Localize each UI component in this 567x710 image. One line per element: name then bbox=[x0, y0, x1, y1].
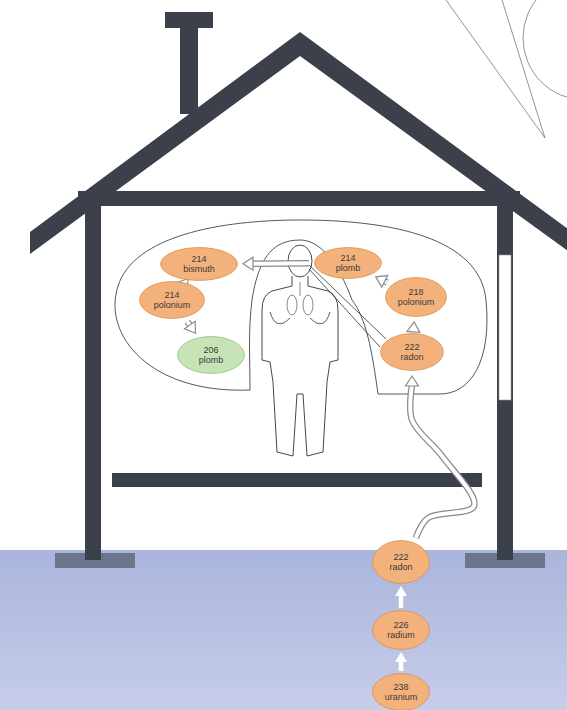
breath-line bbox=[309, 269, 380, 347]
element-name: radon bbox=[389, 562, 412, 572]
mass-number: 218 bbox=[408, 287, 423, 297]
mass-number: 214 bbox=[164, 290, 179, 300]
left-wall-base bbox=[85, 550, 101, 556]
chimney-cap bbox=[165, 12, 213, 28]
element-name: plomb bbox=[336, 263, 361, 273]
decay-arrow bbox=[184, 321, 195, 333]
isotope-ellipse: 214bismuth bbox=[160, 247, 238, 281]
arrow-head bbox=[407, 322, 420, 332]
ellipse-fill bbox=[178, 337, 245, 374]
arrow-shaft bbox=[399, 661, 404, 671]
ground bbox=[0, 550, 567, 710]
isotope-ellipse: 238uranium bbox=[372, 673, 430, 710]
isotope-ellipse: 222radon bbox=[380, 333, 444, 371]
decay-arrow bbox=[407, 322, 420, 332]
roof bbox=[30, 32, 567, 254]
arrow-outline bbox=[410, 385, 474, 538]
isotope-ellipse: 222radon bbox=[372, 540, 430, 584]
lung bbox=[303, 295, 313, 315]
mass-number: 238 bbox=[393, 682, 408, 692]
arrow-shaft bbox=[410, 385, 474, 538]
bubble-line bbox=[502, 0, 545, 138]
window bbox=[499, 255, 511, 400]
left-wall bbox=[85, 200, 101, 560]
isotope-ellipse: 214polonium bbox=[139, 281, 205, 319]
element-name: radon bbox=[400, 352, 423, 362]
decay-arrow bbox=[395, 652, 407, 671]
element-name: plomb bbox=[199, 355, 224, 365]
ellipse-fill bbox=[315, 248, 382, 279]
ellipse-fill bbox=[161, 248, 238, 281]
arrow-head bbox=[243, 257, 253, 270]
ceiling-beam bbox=[78, 191, 520, 206]
element-name: radium bbox=[387, 630, 415, 640]
decay-arrow bbox=[376, 276, 388, 288]
arrow-head bbox=[395, 652, 407, 662]
element-name: bismuth bbox=[183, 264, 215, 274]
trachea bbox=[300, 282, 301, 296]
ellipse-fill bbox=[373, 611, 430, 650]
arrow-head bbox=[395, 586, 407, 596]
arrow-head bbox=[184, 321, 195, 333]
chimney bbox=[180, 24, 198, 114]
person-body bbox=[262, 276, 338, 456]
isotope-ellipse: 214plomb bbox=[314, 247, 382, 279]
bubble-line bbox=[446, 0, 545, 138]
right-wall-base bbox=[497, 550, 513, 556]
lung bbox=[287, 295, 297, 315]
arrow-head bbox=[376, 276, 388, 288]
decay-arrow bbox=[395, 586, 407, 608]
element-name: polonium bbox=[154, 300, 191, 310]
arrow-shaft bbox=[399, 595, 404, 608]
ellipse-fill bbox=[381, 334, 444, 371]
decay-arrow bbox=[243, 257, 309, 270]
floor-slab bbox=[112, 473, 482, 487]
mass-number: 222 bbox=[404, 342, 419, 352]
isotope-ellipse: 218polonium bbox=[385, 277, 447, 317]
ellipse-fill bbox=[386, 278, 447, 317]
arrow-outline bbox=[252, 260, 309, 267]
element-name: polonium bbox=[398, 297, 435, 307]
person-arms bbox=[270, 312, 330, 324]
speech-bubble bbox=[523, 0, 567, 100]
mass-number: 214 bbox=[340, 253, 355, 263]
mass-number: 226 bbox=[393, 620, 408, 630]
right-wall bbox=[497, 200, 513, 560]
stable-isotope-ellipse: 206plomb bbox=[177, 336, 245, 374]
ellipse-fill bbox=[373, 674, 430, 710]
element-name: uranium bbox=[385, 692, 418, 702]
decay-arrow bbox=[406, 376, 475, 538]
ellipse-fill bbox=[140, 282, 205, 319]
mass-number: 222 bbox=[393, 552, 408, 562]
mass-number: 214 bbox=[191, 254, 206, 264]
ellipse-fill bbox=[373, 541, 430, 584]
isotope-ellipse: 226radium bbox=[372, 610, 430, 650]
mass-number: 206 bbox=[203, 345, 218, 355]
arrow-head bbox=[406, 376, 419, 386]
arrow-shaft bbox=[252, 261, 309, 265]
